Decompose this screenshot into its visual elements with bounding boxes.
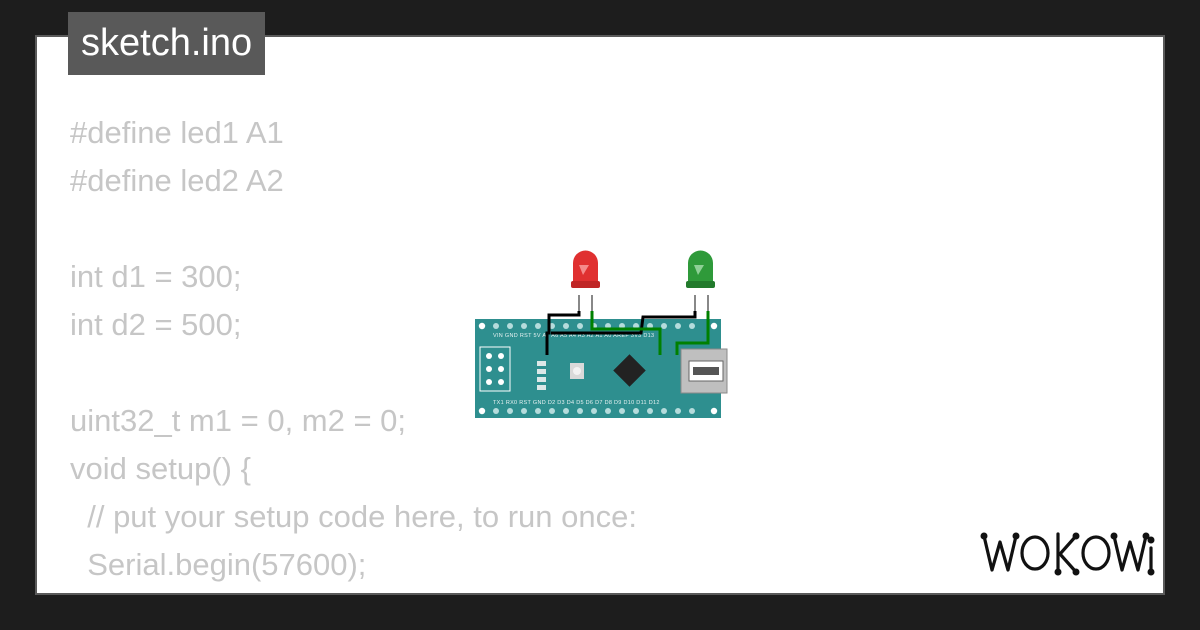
board-bottom-pin-labels: TX1 RX0 RST GND D2 D3 D4 D5 D6 D7 D8 D9 … bbox=[493, 400, 660, 406]
microcontroller-chip bbox=[613, 354, 646, 387]
circuit-diagram: VIN GND RST 5V A7 A6 A5 A4 A3 A2 A1 A0 A… bbox=[475, 250, 728, 418]
board-top-pin-labels: VIN GND RST 5V A7 A6 A5 A4 A3 A2 A1 A0 A… bbox=[493, 333, 654, 339]
mini-usb-port bbox=[680, 348, 728, 394]
wires bbox=[545, 311, 710, 355]
icsp-header bbox=[479, 346, 511, 392]
file-name-tab: sketch.ino bbox=[68, 12, 266, 75]
bottom-pin-row bbox=[493, 408, 695, 414]
status-leds bbox=[537, 361, 546, 390]
wokwi-logo bbox=[980, 532, 1155, 576]
code-preview: #define led1 A1 #define led2 A2 int d1 =… bbox=[70, 115, 637, 582]
led-red[interactable] bbox=[571, 250, 600, 312]
preview-card: #define led1 A1 #define led2 A2 int d1 =… bbox=[35, 35, 1165, 595]
arduino-nano-board[interactable]: VIN GND RST 5V A7 A6 A5 A4 A3 A2 A1 A0 A… bbox=[475, 319, 728, 418]
led-green[interactable] bbox=[686, 250, 715, 312]
